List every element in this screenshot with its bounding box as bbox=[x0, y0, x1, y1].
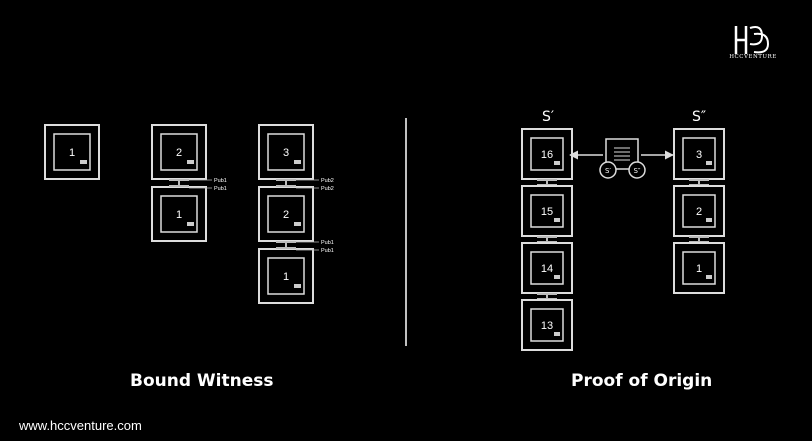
right-chain-label: S″ bbox=[692, 109, 706, 125]
block-outer bbox=[521, 299, 573, 351]
block-inner bbox=[53, 133, 91, 171]
block-inner bbox=[682, 194, 716, 228]
block-number: 16 bbox=[541, 149, 553, 161]
pub-key-label: Pub2 bbox=[321, 178, 334, 184]
hcc-logo-icon bbox=[734, 26, 770, 54]
block-inner bbox=[160, 133, 198, 171]
pub-key-label: Pub1 bbox=[321, 248, 334, 254]
block-inner bbox=[267, 195, 305, 233]
signature-seal-right bbox=[628, 161, 646, 179]
document-icon bbox=[605, 138, 639, 170]
proof-of-origin-title: Proof of Origin bbox=[571, 371, 713, 391]
block-number: 1 bbox=[696, 263, 702, 275]
block-number: 2 bbox=[696, 206, 702, 218]
block-inner bbox=[267, 257, 305, 295]
block-inner bbox=[530, 137, 564, 171]
block-tag bbox=[80, 160, 87, 164]
bw-chain-1: 1 bbox=[44, 124, 100, 180]
signature-label-right: S″ bbox=[633, 167, 640, 175]
signature-seal-left bbox=[599, 161, 617, 179]
block-inner bbox=[160, 195, 198, 233]
website-link[interactable]: www.hccventure.com bbox=[19, 418, 142, 433]
block-tag bbox=[706, 218, 712, 222]
block-outer bbox=[673, 242, 725, 294]
block-inner bbox=[530, 251, 564, 285]
block-number: 15 bbox=[541, 206, 553, 218]
block-tag bbox=[294, 284, 301, 288]
block-tag bbox=[554, 218, 560, 222]
block-inner bbox=[682, 137, 716, 171]
block-number: 2 bbox=[176, 147, 182, 159]
block-inner bbox=[530, 194, 564, 228]
block-inner bbox=[530, 308, 564, 342]
block-outer bbox=[44, 124, 100, 180]
pub-key-label: Pub2 bbox=[321, 186, 334, 192]
bound-witness-title: Bound Witness bbox=[130, 371, 274, 391]
block-tag bbox=[554, 332, 560, 336]
block-tag bbox=[554, 161, 560, 165]
block-inner bbox=[682, 251, 716, 285]
block-inner bbox=[267, 133, 305, 171]
block-tag bbox=[187, 222, 194, 226]
logo-wordmark: HCCVENTURE bbox=[729, 54, 777, 60]
block-number: 14 bbox=[541, 263, 553, 275]
block-number: 1 bbox=[283, 271, 289, 283]
block-number: 13 bbox=[541, 320, 553, 332]
pub-key-label: Pub1 bbox=[321, 240, 334, 246]
pub-key-label: Pub1 bbox=[214, 186, 227, 192]
block-tag bbox=[706, 161, 712, 165]
block-tag bbox=[187, 160, 194, 164]
block-tag bbox=[706, 275, 712, 279]
po-left-chain: 16 15 14 13 bbox=[521, 128, 573, 351]
block-number: 3 bbox=[283, 147, 289, 159]
block-tag bbox=[554, 275, 560, 279]
left-chain-label: S′ bbox=[542, 109, 554, 125]
block-tag bbox=[294, 222, 301, 226]
pub-key-label: Pub1 bbox=[214, 178, 227, 184]
block-number: 2 bbox=[283, 209, 289, 221]
signed-document: S′ S″ bbox=[569, 138, 674, 179]
signature-label-left: S′ bbox=[605, 167, 611, 175]
block-number: 3 bbox=[696, 149, 702, 161]
block-tag bbox=[294, 160, 301, 164]
po-right-chain: 3 2 1 bbox=[673, 128, 725, 294]
block-number: 1 bbox=[69, 147, 75, 159]
block-number: 1 bbox=[176, 209, 182, 221]
